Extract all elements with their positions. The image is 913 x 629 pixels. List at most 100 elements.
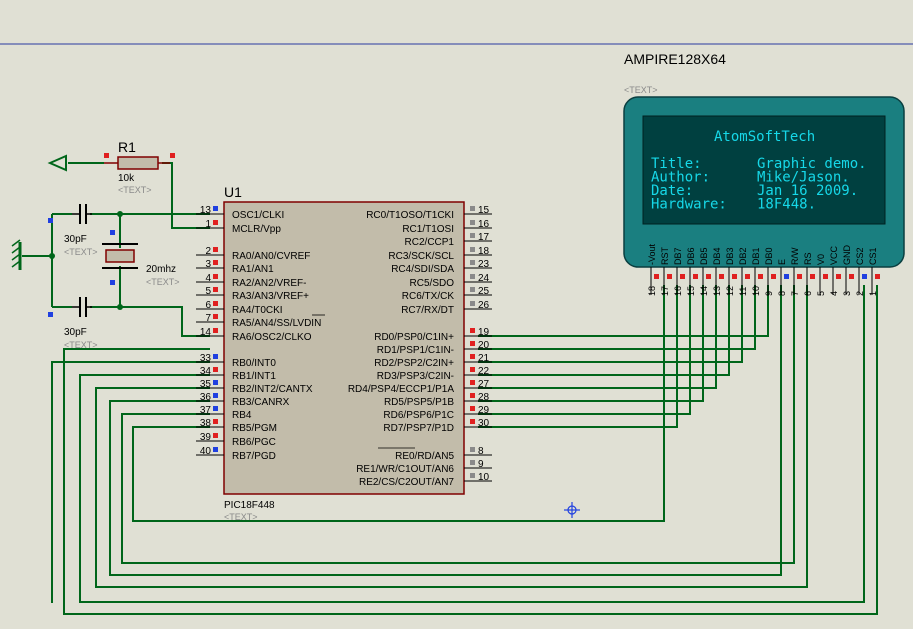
mcu-pin-number: 21 — [478, 353, 490, 364]
lcd-pin-name: DB6 — [686, 247, 696, 265]
mcu-pin-name: RE2/CS/C2OUT/AN7 — [359, 477, 454, 488]
mcu-pin-number: 26 — [478, 300, 490, 311]
lcd-pin-5[interactable]: V05 — [816, 254, 828, 296]
mcu-pin-13[interactable]: 13 OSC1/CLKI — [196, 205, 284, 221]
lcd-row-value: Mike/Jason. — [757, 170, 850, 186]
mcu-pin-number: 27 — [478, 379, 490, 390]
lcd-pin-11[interactable]: DB2 11 — [738, 247, 750, 296]
lcd-pin-number: 16 — [673, 286, 683, 296]
lcd-pin-name: DB2 — [738, 247, 748, 265]
mcu-pin-name: RA6/OSC2/CLKO — [232, 332, 312, 343]
lcd-pin-8[interactable]: E8 — [777, 259, 789, 296]
mcu-pin-26[interactable]: 26 RC7/RX/DT — [401, 300, 492, 316]
mcu-pin-name: RA4/T0CKI — [232, 305, 283, 316]
capacitor-bottom[interactable]: 30pF <TEXT> — [48, 297, 98, 350]
mcu-pin-name: RB6/PGC — [232, 437, 276, 448]
mcu-pin-number: 8 — [478, 446, 484, 457]
mcu-pin-name: RD1/PSP1/C1IN- — [377, 345, 454, 356]
mcu-pin-6[interactable]: 6 RA4/T0CKI — [196, 300, 283, 316]
lcd-pin-number: 2 — [855, 291, 865, 296]
lcd-pin-name: GND — [842, 245, 852, 266]
mcu-pin-name: RD6/PSP6/P1C — [383, 410, 454, 421]
crystal[interactable]: 20mhz <TEXT> — [102, 230, 180, 287]
lcd-pin-number: 11 — [738, 287, 748, 296]
lcd-text-placeholder: <TEXT> — [624, 85, 658, 95]
mcu-pin-20[interactable]: 20 RD1/PSP1/C1IN- — [377, 340, 492, 356]
mcu-pin-number: 7 — [205, 313, 211, 324]
lcd-pin-name: DB0 — [764, 247, 774, 265]
wires — [22, 162, 878, 615]
mcu-pin-name: RC7/RX/DT — [401, 305, 454, 316]
mcu-pin-name: RA0/AN0/CVREF — [232, 251, 310, 262]
lcd-ampire128x64[interactable]: AMPIRE128X64 <TEXT> AtomSoftTech Title:G… — [623, 51, 905, 297]
resistor-r1[interactable]: R1 10k <TEXT> — [104, 139, 175, 195]
capacitor-top[interactable]: 30pF <TEXT> — [48, 204, 98, 257]
mcu-text-placeholder: <TEXT> — [224, 512, 258, 522]
mcu-pin-number: 34 — [200, 366, 212, 377]
mcu-pin-number: 9 — [478, 459, 484, 470]
mcu-pin-number: 13 — [200, 205, 212, 216]
lcd-pin-number: 5 — [816, 291, 826, 296]
lcd-pin-name: R/W — [790, 247, 800, 265]
mcu-pin-name: OSC1/CLKI — [232, 210, 284, 221]
mcu-pin-number: 20 — [478, 340, 490, 351]
mcu-pin-number: 39 — [200, 432, 212, 443]
crystal-placeholder: <TEXT> — [146, 277, 180, 287]
mcu-pin-number: 22 — [478, 366, 490, 377]
mcu-pin-39[interactable]: 39 RB6/PGC — [196, 432, 276, 448]
lcd-pin-6[interactable]: RS6 — [803, 252, 815, 296]
mcu-pin-number: 6 — [205, 300, 211, 311]
mcu-pin-number: 40 — [200, 446, 212, 457]
mcu-pin-name: RB5/PGM — [232, 423, 277, 434]
mcu-pin-number: 23 — [478, 259, 490, 270]
lcd-row-label: Author: — [651, 170, 710, 186]
lcd-pin-7[interactable]: R/W7 — [790, 247, 802, 296]
probe-marker[interactable] — [564, 502, 580, 518]
